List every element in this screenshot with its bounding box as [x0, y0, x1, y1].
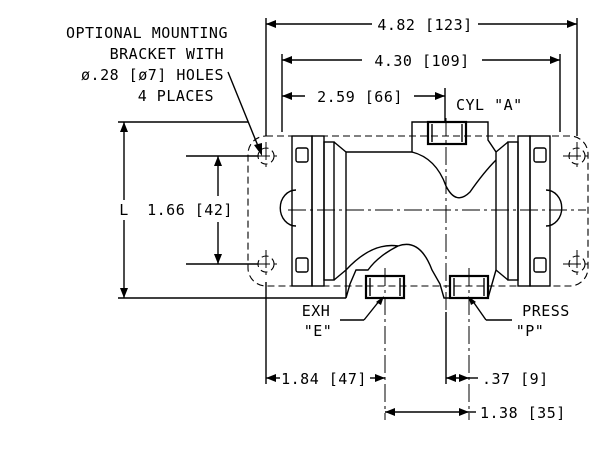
note-leader-arrowhead [254, 143, 262, 156]
hole-spacing-label: 1.66 [42] [147, 201, 233, 219]
exh-offset-label: 1.84 [47] [281, 370, 367, 388]
cyl-a-port-label: CYL "A" [456, 96, 523, 114]
mounting-bracket-outline [247, 135, 591, 287]
right-bolt-bottom [533, 257, 547, 273]
bracket-hole-top-right [563, 142, 591, 170]
port-spacing-label: 1.38 [35] [480, 404, 566, 422]
note-leader-line [227, 71, 259, 147]
note-line-1: OPTIONAL MOUNTING [66, 24, 228, 42]
mounting-bracket-note: OPTIONAL MOUNTING BRACKET WITH ø.28 [ø7]… [66, 24, 262, 156]
left-flange [311, 135, 325, 287]
exh-offset-dimension: 1.84 [47] [265, 282, 385, 388]
left-bolt-top [295, 147, 309, 163]
cyl-offset-label: 2.59 [66] [317, 88, 403, 106]
note-line-3: ø.28 [ø7] HOLES [81, 66, 224, 84]
port-spacing-dimension: 1.38 [35] [385, 404, 566, 422]
exh-port-label: EXH "E" [302, 296, 384, 340]
length-dimension: L [114, 121, 346, 299]
exh-code-label: "E" [304, 322, 333, 340]
body-width-dimension: 4.30 [109] [281, 52, 561, 132]
note-line-2: BRACKET WITH [110, 45, 224, 63]
press-code-label: "P" [516, 322, 545, 340]
exh-label: EXH [302, 302, 331, 320]
valve-central-body [345, 121, 497, 299]
overall-width-label: 4.82 [123] [377, 16, 472, 34]
overall-width-dimension: 4.82 [123] [265, 16, 578, 136]
press-offset-label: .37 [9] [482, 370, 549, 388]
right-bolt-top [533, 147, 547, 163]
left-end-cap-outer [291, 135, 313, 287]
cyl-a-port [426, 120, 468, 146]
body-width-label: 4.30 [109] [374, 52, 469, 70]
length-label: L [119, 201, 129, 219]
valve-body [279, 118, 586, 420]
press-label: PRESS [522, 302, 570, 320]
right-flange [517, 135, 531, 287]
hole-spacing-dimension: 1.66 [42] [147, 155, 258, 265]
press-port-label: PRESS "P" [468, 296, 570, 340]
bracket-hole-bottom-right [563, 250, 591, 278]
note-line-4: 4 PLACES [138, 87, 214, 105]
right-end-cap-outer [529, 135, 551, 287]
left-bolt-bottom [295, 257, 309, 273]
bracket-hole-top-left [252, 142, 280, 170]
cyl-offset-dimension: 2.59 [66] CYL "A" [282, 88, 523, 122]
press-offset-dimension: .37 [9] [445, 312, 549, 388]
bracket-hole-bottom-left [252, 250, 280, 278]
